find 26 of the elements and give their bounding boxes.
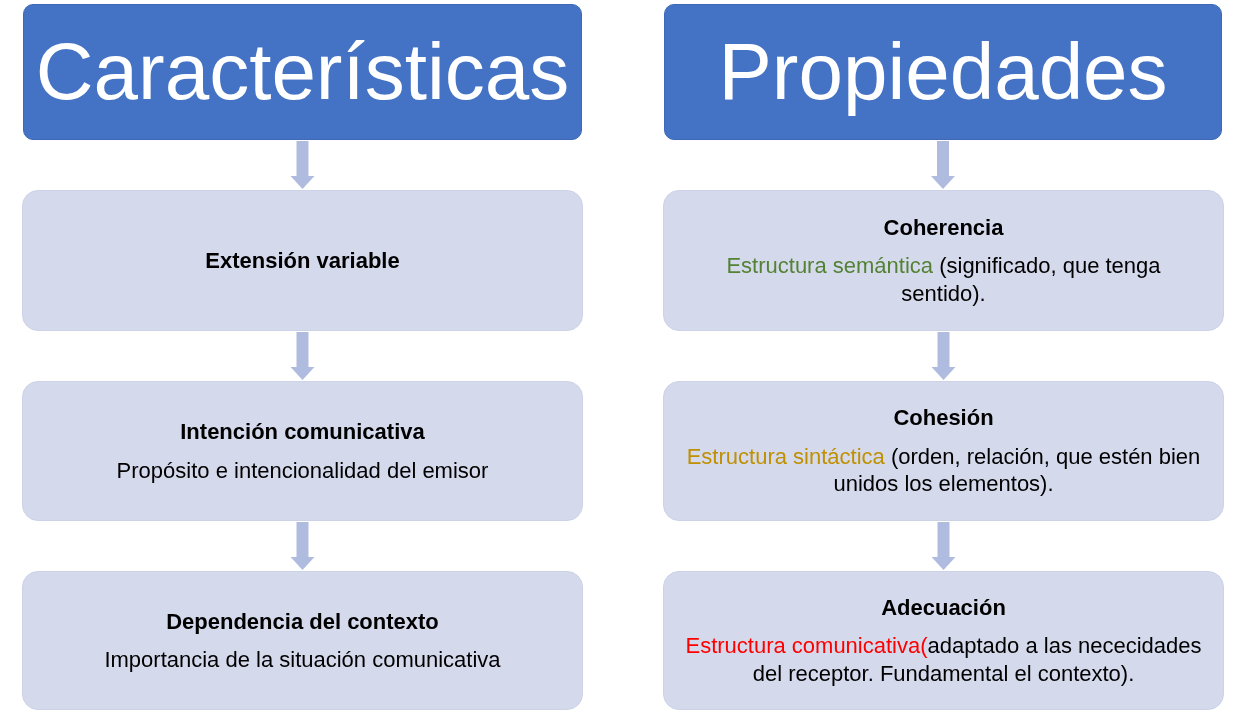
body-text: Estructura comunicativa(adaptado a las nececidades del receptor. Fundamental el contexto). bbox=[684, 632, 1203, 688]
body-text: Propósito e intencionalidad del emisor bbox=[116, 456, 489, 484]
heading-text: Intención comunicativa bbox=[180, 418, 425, 446]
header-box bbox=[23, 4, 582, 140]
card-box bbox=[663, 381, 1224, 521]
card-box bbox=[663, 190, 1224, 331]
body-text: Estructura sintáctica (orden, relación, que estén bien unidos los elementos). bbox=[685, 442, 1202, 498]
header-title: Características bbox=[35, 28, 570, 116]
down-arrow bbox=[931, 141, 955, 189]
heading-text: Adecuación bbox=[881, 593, 1006, 622]
down-arrow bbox=[931, 522, 956, 570]
heading-text: Extensión variable bbox=[205, 246, 400, 275]
card-box bbox=[22, 571, 583, 710]
card-box bbox=[22, 190, 583, 331]
heading-text: Coherencia bbox=[883, 213, 1004, 242]
header-title: Propiedades bbox=[718, 28, 1168, 116]
heading-text: Dependencia del contexto bbox=[166, 607, 439, 635]
heading-text: Cohesión bbox=[893, 404, 994, 432]
card-box bbox=[22, 381, 583, 521]
body-text: Estructura semántica (significado, que tenga sentido). bbox=[725, 252, 1162, 308]
down-arrow bbox=[290, 332, 315, 380]
body-text: Importancia de la situación comunicativa bbox=[104, 646, 501, 674]
down-arrow bbox=[290, 522, 315, 570]
header-box bbox=[664, 4, 1222, 140]
card-box bbox=[663, 571, 1224, 710]
down-arrow bbox=[290, 141, 315, 189]
